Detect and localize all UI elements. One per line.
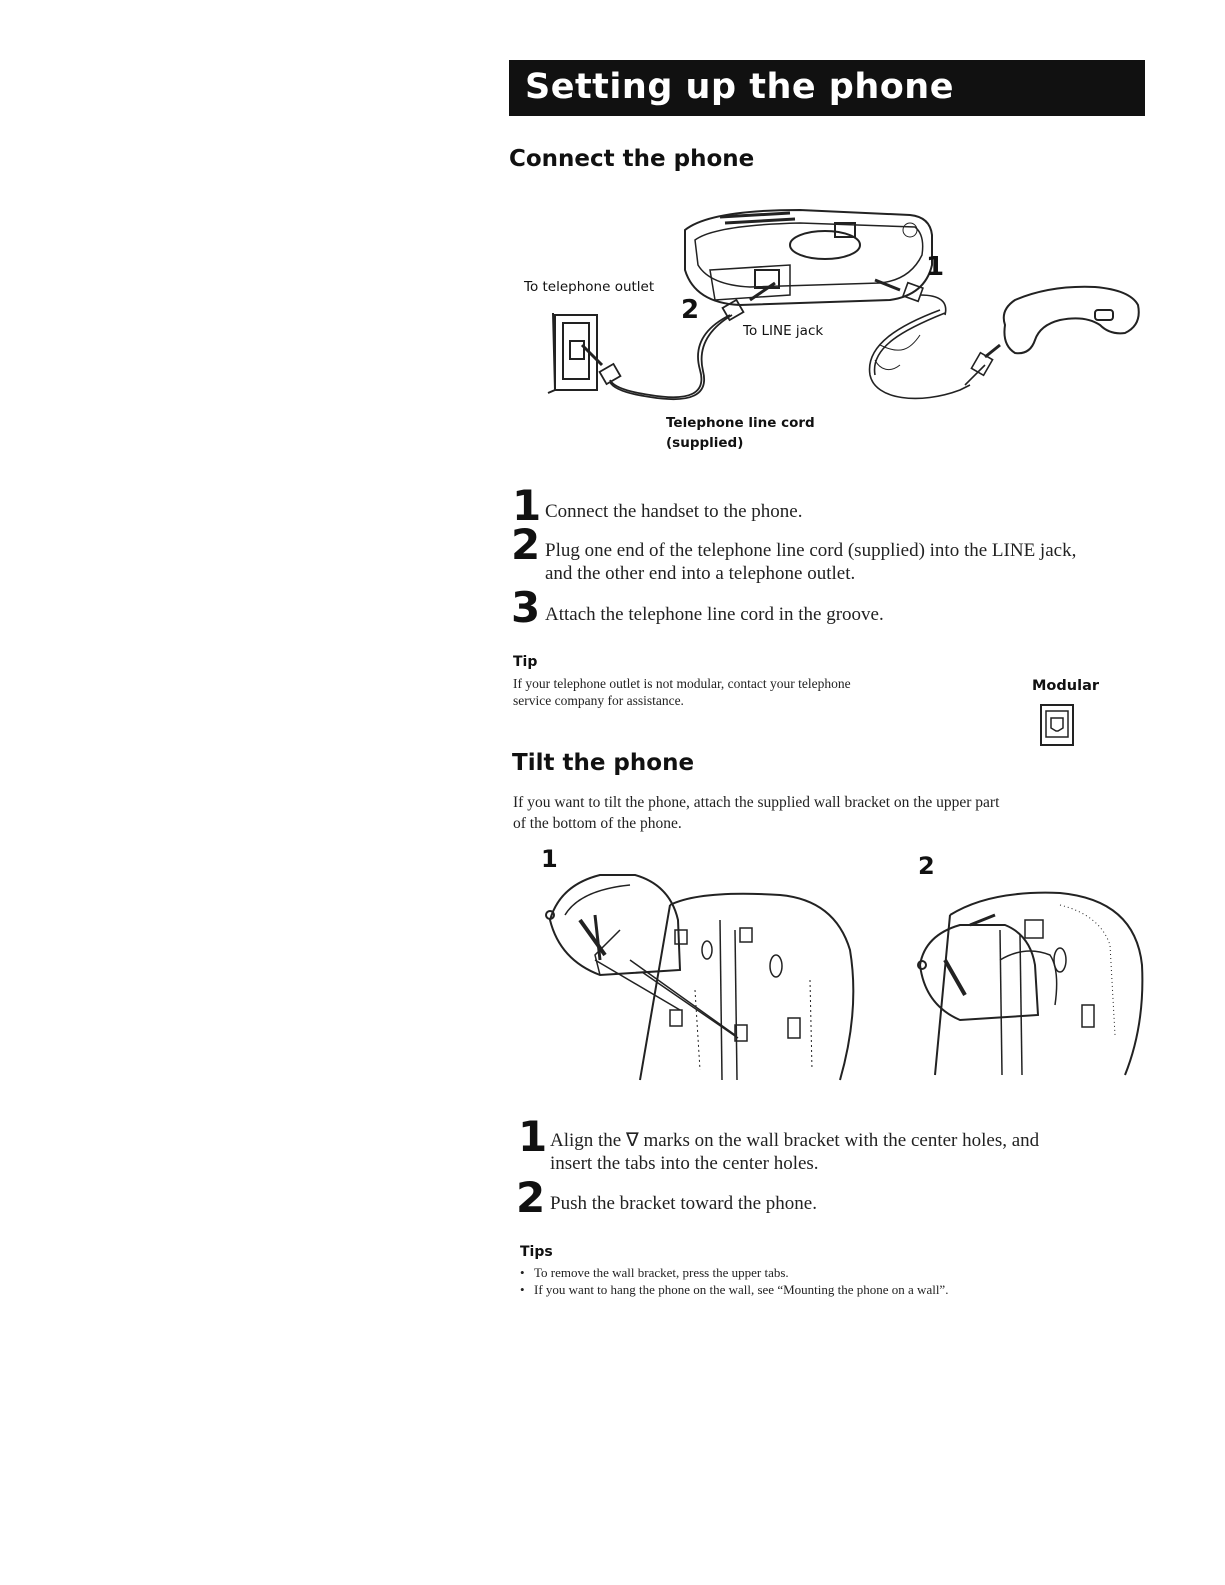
connect-step-3-number: 3 <box>511 583 541 632</box>
phone-base-illustration <box>684 208 933 307</box>
tilt-intro-line-1: If you want to tilt the phone, attach th… <box>513 794 1000 811</box>
tip-item-2: If you want to hang the phone on the wal… <box>520 1281 1140 1298</box>
tip-text: If your telephone outlet is not modular,… <box>513 675 973 709</box>
tilt-step-1-number: 1 <box>518 1112 548 1161</box>
tilt-step-2-number: 2 <box>516 1173 546 1222</box>
tilt-step-1-line-1: Align the ∇ marks on the wall bracket wi… <box>550 1130 1040 1151</box>
connect-step-1-text: Connect the handset to the phone. <box>545 501 803 522</box>
connect-step-2-text: Plug one end of the telephone line cord … <box>545 539 1155 585</box>
tip-item-1: To remove the wall bracket, press the up… <box>520 1264 1140 1281</box>
tip-line-1: If your telephone outlet is not modular,… <box>513 676 851 691</box>
tilt-intro-line-2: of the bottom of the phone. <box>513 815 682 832</box>
diagram-callout-1: 1 <box>926 252 945 282</box>
modular-jack-icon <box>1040 704 1074 746</box>
page-title: Setting up the phone <box>525 67 954 107</box>
line-cord-illustration <box>580 281 776 401</box>
tilt-intro: If you want to tilt the phone, attach th… <box>513 792 1153 834</box>
handset-illustration <box>984 285 1140 359</box>
tilt-step-1-text: Align the ∇ marks on the wall bracket wi… <box>550 1129 1150 1175</box>
connect-step-2-line-1: Plug one end of the telephone line cord … <box>545 540 1077 561</box>
label-telephone-outlet: To telephone outlet <box>524 279 655 295</box>
connect-step-3-text: Attach the telephone line cord in the gr… <box>545 604 884 625</box>
bracket-figure-1 <box>545 874 855 1081</box>
modular-label: Modular <box>1032 678 1099 694</box>
connection-diagram <box>547 208 1140 401</box>
tilt-step-2-text: Push the bracket toward the phone. <box>550 1193 817 1214</box>
tips-heading: Tips <box>520 1244 553 1260</box>
tilt-step-1-line-2: insert the tabs into the center holes. <box>550 1153 819 1174</box>
connect-step-1-number: 1 <box>512 481 542 530</box>
tips-list: To remove the wall bracket, press the up… <box>520 1264 1140 1298</box>
tilt-heading: Tilt the phone <box>512 750 695 776</box>
page-title-bar: Setting up the phone <box>509 60 1145 116</box>
label-cord-line1: Telephone line cord <box>666 415 815 431</box>
connect-step-2-line-2: and the other end into a telephone outle… <box>545 563 856 584</box>
bracket-figure-2 <box>917 891 1144 1076</box>
tip-heading: Tip <box>513 654 538 670</box>
figure-2-number: 2 <box>918 852 935 880</box>
label-line-jack: To LINE jack <box>743 323 824 339</box>
coiled-cord-illustration <box>868 278 994 400</box>
diagram-callout-2: 2 <box>681 295 700 325</box>
connect-step-2-number: 2 <box>511 520 541 569</box>
connect-heading: Connect the phone <box>509 146 755 172</box>
tip-line-2: service company for assistance. <box>513 693 684 708</box>
figure-1-number: 1 <box>541 845 558 873</box>
label-cord-line2: (supplied) <box>666 435 744 451</box>
